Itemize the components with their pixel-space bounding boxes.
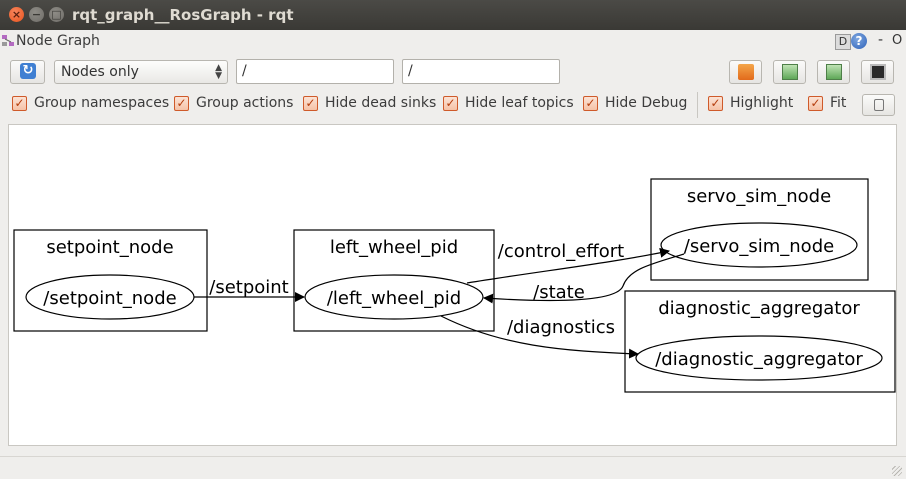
fit-label: Fit xyxy=(830,95,847,111)
namespace-filter-input[interactable]: / xyxy=(236,59,394,84)
left-wheel-pid-cluster xyxy=(293,229,495,332)
checkmark-icon: ✓ xyxy=(808,96,823,111)
maximize-window-button[interactable]: □ xyxy=(49,7,64,22)
servo-sim-node-cluster-label: servo_sim_node xyxy=(687,186,831,207)
graph-mode-value: Nodes only xyxy=(61,64,139,80)
save-image-button[interactable] xyxy=(817,60,850,84)
window-title: rqt_graph__RosGraph - rqt xyxy=(72,6,294,24)
servo-sim-node-label: /servo_sim_node xyxy=(684,236,834,257)
group-actions-label: Group actions xyxy=(196,95,294,111)
group-namespaces-label: Group namespaces xyxy=(34,95,170,111)
save-image-icon xyxy=(826,64,842,80)
close-window-button[interactable]: × xyxy=(9,7,24,22)
left-wheel-pid-ellipse[interactable] xyxy=(304,274,484,320)
graph-canvas[interactable]: setpoint_node /setpoint_node left_wheel_… xyxy=(8,124,897,446)
folder-open-icon xyxy=(738,64,754,80)
diagnostic-aggregator-cluster-label: diagnostic_aggregator xyxy=(658,298,860,319)
graph-mode-select[interactable]: Nodes only ▲▼ xyxy=(54,60,228,84)
dock-minimize-button[interactable]: - xyxy=(878,32,884,48)
checkmark-icon: ✓ xyxy=(12,96,27,111)
save-dot-button[interactable] xyxy=(773,60,806,84)
node-graph-plugin-icon xyxy=(2,35,14,46)
fit-view-icon xyxy=(874,99,884,111)
dock-close-button[interactable]: O xyxy=(892,33,903,48)
refresh-icon: ↻ xyxy=(20,63,36,79)
setpoint-edge-label: /setpoint xyxy=(209,277,288,298)
diagnostics-edge[interactable] xyxy=(440,315,639,359)
hide-debug-label: Hide Debug xyxy=(605,95,688,111)
status-bar xyxy=(0,456,906,479)
screenshot-icon xyxy=(870,64,886,80)
state-edge[interactable] xyxy=(483,253,685,304)
graph-svg: setpoint_node /setpoint_node left_wheel_… xyxy=(13,178,896,393)
updown-arrows-icon: ▲▼ xyxy=(215,63,222,81)
hide-dead-sinks-label: Hide dead sinks xyxy=(325,95,437,111)
highlight-label: Highlight xyxy=(730,95,794,111)
topic-filter-input[interactable]: / xyxy=(402,59,560,84)
setpoint-node-cluster xyxy=(13,229,208,332)
checkmark-icon: ✓ xyxy=(443,96,458,111)
save-dot-icon xyxy=(782,64,798,80)
control-effort-edge-label: /control_effort xyxy=(498,241,624,262)
setpoint-node-label: /setpoint_node xyxy=(43,288,176,309)
diagnostic-aggregator-label: /diagnostic_aggregator xyxy=(655,349,863,370)
load-dot-button[interactable] xyxy=(729,60,762,84)
screenshot-button[interactable] xyxy=(861,60,894,84)
toolbar-separator xyxy=(697,92,698,118)
dock-d-button[interactable]: D xyxy=(835,34,851,50)
hide-leaf-topics-label: Hide leaf topics xyxy=(465,95,574,111)
checkmark-icon: ✓ xyxy=(583,96,598,111)
control-effort-edge[interactable] xyxy=(466,247,670,284)
state-edge-label: /state xyxy=(533,282,585,303)
fit-in-view-button[interactable] xyxy=(862,94,895,116)
checkmark-icon: ✓ xyxy=(303,96,318,111)
window-titlebar: × − □ rqt_graph__RosGraph - rqt xyxy=(0,0,906,30)
minimize-window-button[interactable]: − xyxy=(29,7,44,22)
help-icon[interactable]: ? xyxy=(851,33,867,49)
checkmark-icon: ✓ xyxy=(708,96,723,111)
diagnostics-edge-label: /diagnostics xyxy=(507,317,615,338)
diagnostic-aggregator-cluster xyxy=(624,290,896,393)
dock-title: Node Graph xyxy=(16,33,100,49)
checkmark-icon: ✓ xyxy=(174,96,189,111)
setpoint-node-cluster-label: setpoint_node xyxy=(46,237,173,258)
left-wheel-pid-cluster-label: left_wheel_pid xyxy=(330,237,458,258)
left-wheel-pid-label: /left_wheel_pid xyxy=(327,288,461,309)
resize-grip-icon[interactable] xyxy=(892,466,902,476)
refresh-button[interactable]: ↻ xyxy=(10,60,45,84)
servo-sim-node-cluster xyxy=(650,178,869,281)
servo-sim-node-ellipse[interactable] xyxy=(660,222,858,268)
